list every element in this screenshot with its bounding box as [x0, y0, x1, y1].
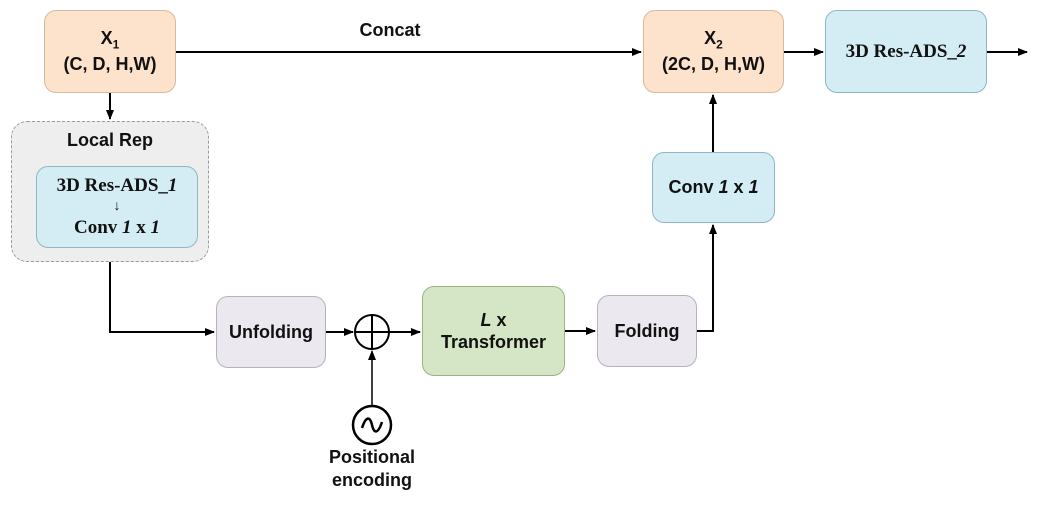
- conv-b: 1: [748, 177, 759, 198]
- x2-dims: (2C, D, H,W): [662, 54, 765, 75]
- local-rep-title: Local Rep: [66, 130, 154, 150]
- conv-prefix: Conv: [668, 177, 719, 198]
- local-conv-x: x: [131, 217, 151, 238]
- local-rep-to-unfolding-arrow: [109, 262, 215, 336]
- local-conv-prefix: Conv: [73, 217, 123, 238]
- x1-title: X1: [100, 28, 120, 53]
- transformer-count: L: [480, 309, 492, 330]
- local-rep-inner-block: 3D Res-ADS_1 ↓ Conv 1 x 1: [36, 166, 198, 248]
- sine-wave-icon: [351, 404, 393, 446]
- res-ads-2-index: 2: [956, 40, 967, 62]
- local-conv-b: 1: [150, 217, 161, 238]
- x2-tensor-block: X2 (2C, D, H,W): [643, 10, 784, 93]
- x2-title: X2: [704, 28, 723, 53]
- res-ads-2-prefix: 3D Res-ADS_: [845, 40, 957, 62]
- res-ads-1-index: 1: [167, 175, 178, 197]
- unfolding-label: Unfolding: [229, 321, 313, 342]
- down-arrow-icon: ↓: [113, 199, 121, 214]
- x1-dims: (C, D, H,W): [63, 54, 157, 75]
- res-ads-2-block: 3D Res-ADS_2: [825, 10, 987, 93]
- x1-tensor-block: X1 (C, D, H,W): [44, 10, 176, 93]
- unfolding-block: Unfolding: [216, 296, 326, 368]
- concat-label: Concat: [359, 20, 421, 40]
- positional-encoding-label: Positional encoding: [312, 446, 432, 493]
- add-operator-icon: [354, 314, 390, 350]
- conv-1x1-block: Conv 1 x 1: [652, 152, 775, 223]
- transformer-label: Transformer: [440, 332, 547, 352]
- transformer-x: x: [491, 309, 507, 330]
- local-conv-a: 1: [122, 217, 132, 238]
- res-ads-1-prefix: 3D Res-ADS_: [56, 175, 168, 197]
- positional-encoding-line1: Positional: [328, 447, 415, 467]
- folding-block: Folding: [597, 295, 697, 367]
- positional-encoding-line2: encoding: [332, 470, 412, 491]
- folding-to-conv-arrow: [697, 224, 717, 332]
- conv-x: x: [728, 177, 749, 198]
- x1-subscript: 1: [112, 38, 120, 53]
- conv-a: 1: [718, 177, 729, 198]
- x2-subscript: 2: [716, 38, 723, 53]
- transformer-block: L x Transformer: [422, 286, 565, 376]
- folding-label: Folding: [614, 320, 680, 341]
